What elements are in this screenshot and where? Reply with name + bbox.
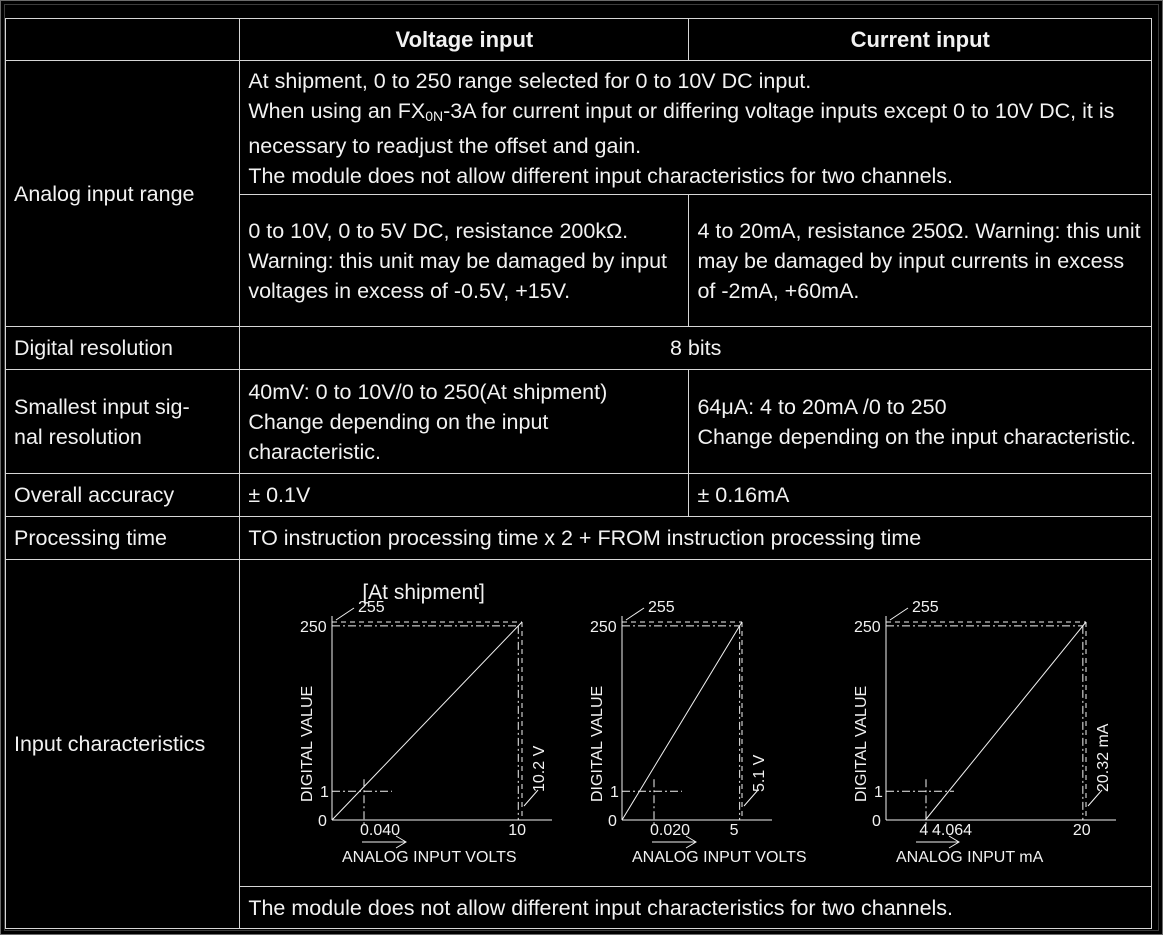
y-axis-label: DIGITAL VALUE (853, 686, 870, 802)
analog-range-line2: When using an FX0N-3A for current input … (248, 99, 1115, 158)
leader-255 (336, 607, 355, 621)
leader-max (523, 789, 539, 807)
y-tick-label-1: 1 (874, 784, 883, 801)
chart-title: [At shipment] (362, 581, 485, 604)
header-voltage: Voltage input (239, 18, 690, 61)
analog-range-common: At shipment, 0 to 250 range selected for… (239, 60, 1152, 195)
x-tick-label-main: 10 (509, 822, 527, 839)
leader-255 (626, 607, 645, 621)
y-tick-label-255: 255 (648, 599, 675, 616)
analog-range-row-top: Analog input range At shipment, 0 to 250… (4, 60, 1152, 327)
leader-255 (890, 607, 909, 621)
smallest-input-current: 64μA: 4 to 20mA /0 to 250 Change dependi… (688, 369, 1152, 474)
leader-max (743, 789, 759, 807)
input-characteristics-label: Input characteristics (4, 559, 241, 929)
processing-time-label: Processing time (4, 516, 241, 560)
input-characteristics-footer: The module does not allow different inpu… (239, 886, 1152, 929)
analog-range-current: 4 to 20mA, resistance 250Ω. Warning: thi… (688, 194, 1152, 327)
x-tick-label-small: 0.020 (650, 822, 690, 839)
y-tick-label-0: 0 (608, 813, 617, 830)
y-tick-label-250: 250 (300, 619, 327, 636)
y-tick-label-250: 250 (854, 619, 881, 636)
x-axis-label: ANALOG INPUT VOLTS (342, 849, 517, 866)
series-line (621, 621, 743, 821)
y-tick-label-1: 1 (610, 784, 619, 801)
inner-frame (4, 4, 1159, 931)
processing-time-value: TO instruction processing time x 2 + FRO… (239, 516, 1152, 560)
x-arrow-head (686, 835, 698, 849)
x-tick-label-main: 5 (730, 822, 739, 839)
smallest-input-label: Smallest input sig- nal resolution (4, 369, 241, 474)
header-current: Current input (688, 18, 1152, 61)
y-tick-label-1: 1 (320, 784, 329, 801)
series-line (331, 621, 523, 821)
y-tick-label-255: 255 (358, 599, 385, 616)
x-arrow-head (396, 835, 408, 849)
x-tick-label-small: 0.040 (360, 822, 400, 839)
overall-accuracy-current: ± 0.16mA (688, 473, 1152, 517)
digital-resolution-label: Digital resolution (4, 326, 241, 370)
y-axis-label: DIGITAL VALUE (589, 686, 606, 802)
x-tick-label-small: 4.064 (932, 822, 972, 839)
leader-max (1087, 789, 1103, 807)
y-tick-label-0: 0 (318, 813, 327, 830)
x-arrow-head (949, 835, 961, 849)
max-value-label: 20.32 mA (1095, 723, 1112, 792)
smallest-input-voltage: 40mV: 0 to 10V/0 to 250(At shipment) Cha… (239, 369, 690, 474)
processing-time-row: Processing time TO instruction processin… (4, 516, 1152, 560)
analog-range-voltage: 0 to 10V, 0 to 5V DC, resistance 200kΩ. … (239, 194, 690, 327)
max-value-label: 5.1 V (751, 754, 768, 792)
max-value-label: 10.2 V (531, 745, 548, 792)
x-axis-label: ANALOG INPUT VOLTS (632, 849, 807, 866)
y-tick-label-255: 255 (912, 599, 939, 616)
digital-resolution-value: 8 bits (239, 326, 1152, 370)
x-tick-label-start: 4 (920, 822, 929, 839)
series-line (925, 621, 1087, 821)
header-empty-cell (4, 18, 241, 61)
analog-range-row-bottom: 0 to 10V, 0 to 5V DC, resistance 200kΩ. … (6, 194, 1152, 327)
smallest-input-row: Smallest input sig- nal resolution 40mV:… (4, 369, 1152, 474)
spec-table: Voltage input Current input Analog input… (4, 18, 1152, 929)
analog-range-label: Analog input range (4, 60, 241, 327)
analog-range-line1: At shipment, 0 to 250 range selected for… (248, 69, 812, 93)
y-tick-label-0: 0 (872, 813, 881, 830)
y-axis-label: DIGITAL VALUE (299, 686, 316, 802)
digital-resolution-row: Digital resolution 8 bits (4, 326, 1152, 370)
x-tick-label-main: 20 (1073, 822, 1091, 839)
input-characteristics-footer-row: The module does not allow different inpu… (6, 886, 1152, 929)
x-axis-label: ANALOG INPUT mA (896, 849, 1044, 866)
header-row: Voltage input Current input (4, 18, 1152, 61)
overall-accuracy-voltage: ± 0.1V (239, 473, 690, 517)
overall-accuracy-row: Overall accuracy ± 0.1V ± 0.16mA (4, 473, 1152, 517)
overall-accuracy-label: Overall accuracy (4, 473, 241, 517)
analog-range-line3: The module does not allow different inpu… (248, 164, 954, 188)
y-tick-label-250: 250 (590, 619, 617, 636)
